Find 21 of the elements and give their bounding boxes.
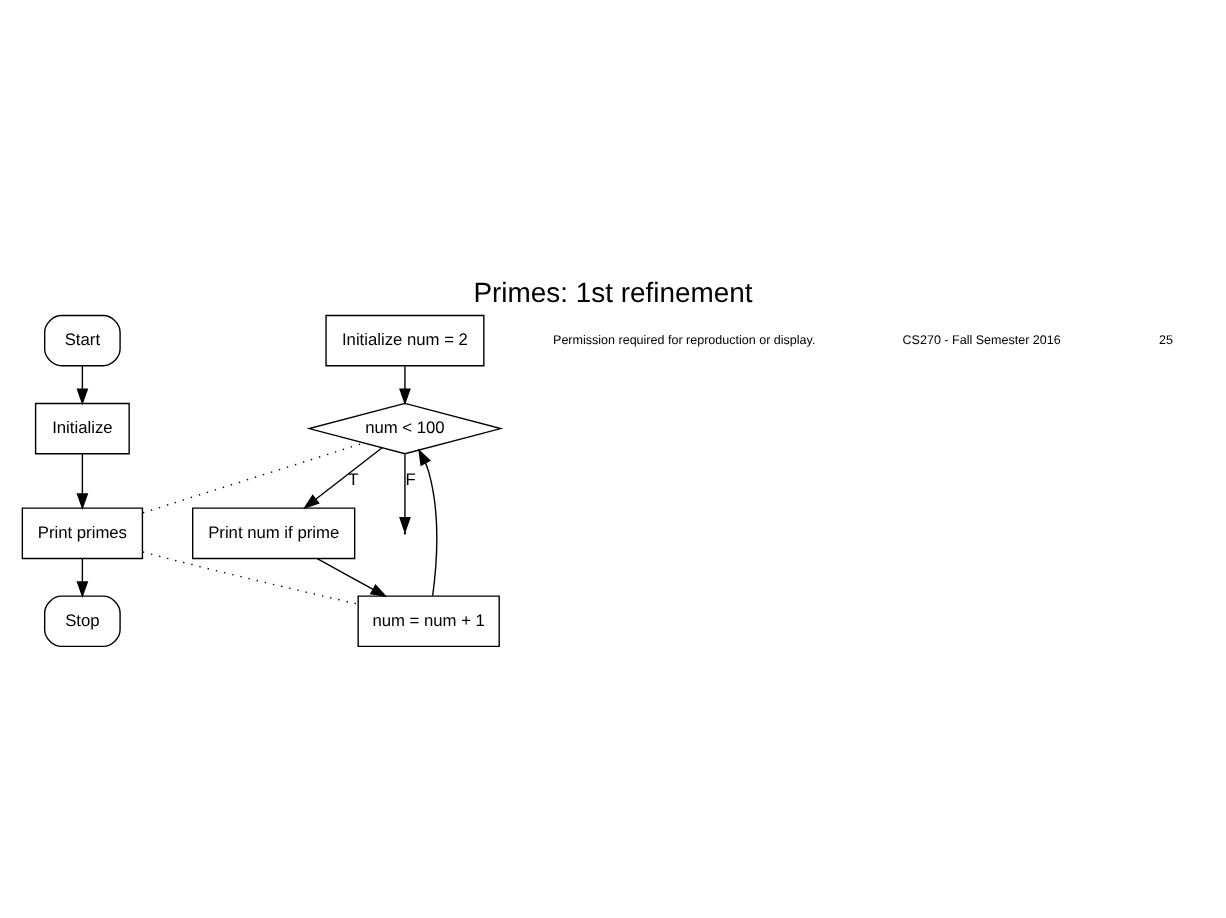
arrow	[302, 446, 383, 509]
node-box: Stop	[44, 594, 121, 647]
node-box: Print num if prime	[192, 506, 356, 559]
arrow	[76, 557, 89, 598]
node-box: Initialize num = 2	[325, 313, 485, 366]
connector	[142, 550, 359, 604]
arrow	[76, 452, 89, 510]
node-box: Initialize	[34, 401, 130, 454]
node-box: Print primes	[21, 506, 144, 559]
connector	[142, 441, 365, 513]
arrow	[418, 447, 438, 596]
arrow	[76, 364, 89, 405]
edge-label: T	[348, 468, 359, 489]
node-diamond: num < 100	[306, 401, 504, 454]
node-box: Start	[44, 313, 121, 366]
arrow	[399, 452, 411, 533]
arrow	[399, 364, 411, 405]
diagram-title: Primes: 1st refinement	[473, 274, 753, 307]
node-box: num = num + 1	[357, 594, 500, 647]
arrow	[316, 556, 388, 597]
edge-label: F	[405, 468, 416, 489]
